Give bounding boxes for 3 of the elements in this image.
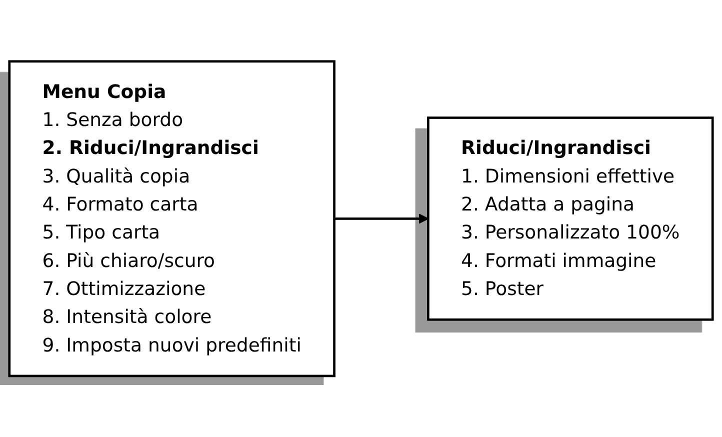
node-box: Menu Copia 1. Senza bordo 2. Riduci/Ingrandisci 3. Qualità copia 4. Formato carta 5. Tipo carta 6. Più chiaro/scuro 7. Ottimizzazione 8. Intensità colore 9. Imposta nuovi predefiniti xyxy=(8,60,336,377)
node-box: Riduci/Ingrandisci 1. Dimensioni effettive 2. Adatta a pagina 3. Personalizzato 100% 4. Formati immagine 5. Poster xyxy=(427,116,714,321)
arrow xyxy=(334,213,429,224)
